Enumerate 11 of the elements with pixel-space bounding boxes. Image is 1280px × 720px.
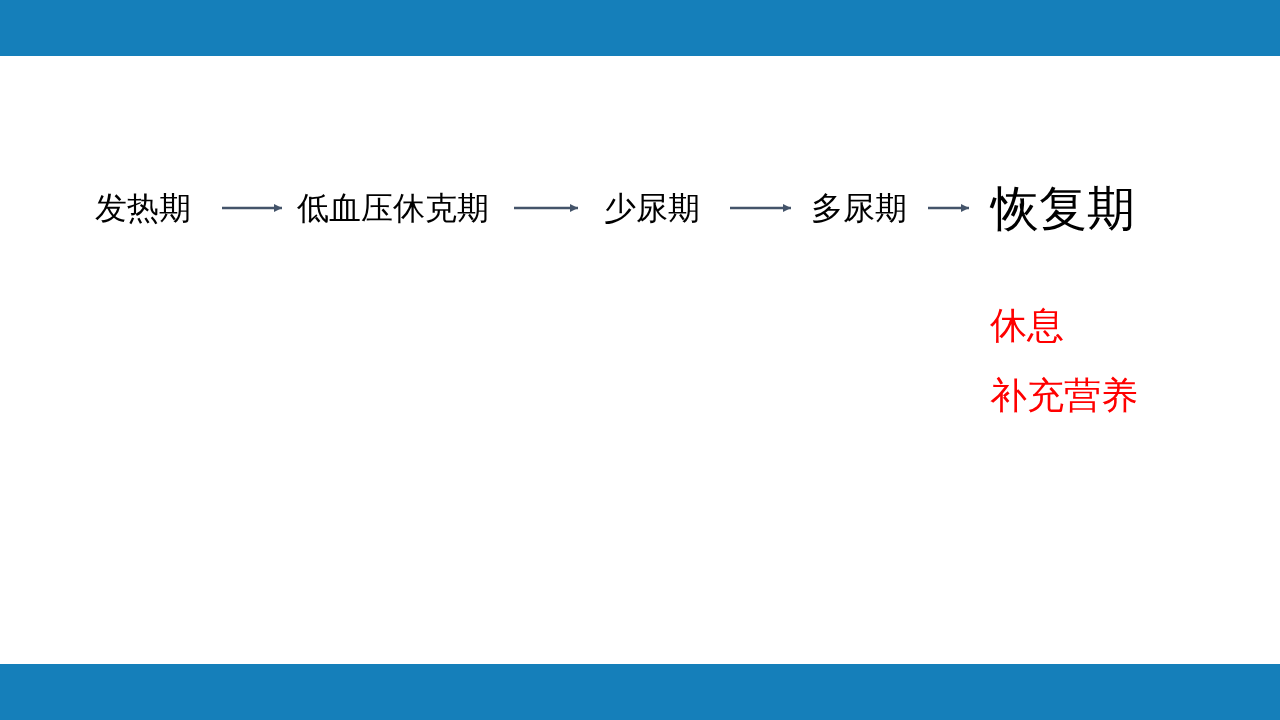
stage-text: 恢复期: [991, 184, 1135, 232]
stage-text: 发热期: [95, 192, 191, 224]
note-text: 补充营养: [990, 376, 1138, 414]
arrow: [730, 204, 791, 212]
stage-text: 少尿期: [604, 192, 700, 224]
stage-text: 低血压休克期: [297, 192, 489, 224]
stage-text: 多尿期: [811, 192, 907, 224]
arrow: [514, 204, 578, 212]
arrow: [928, 204, 969, 212]
arrow: [222, 204, 282, 212]
note-text: 休息: [990, 306, 1064, 344]
